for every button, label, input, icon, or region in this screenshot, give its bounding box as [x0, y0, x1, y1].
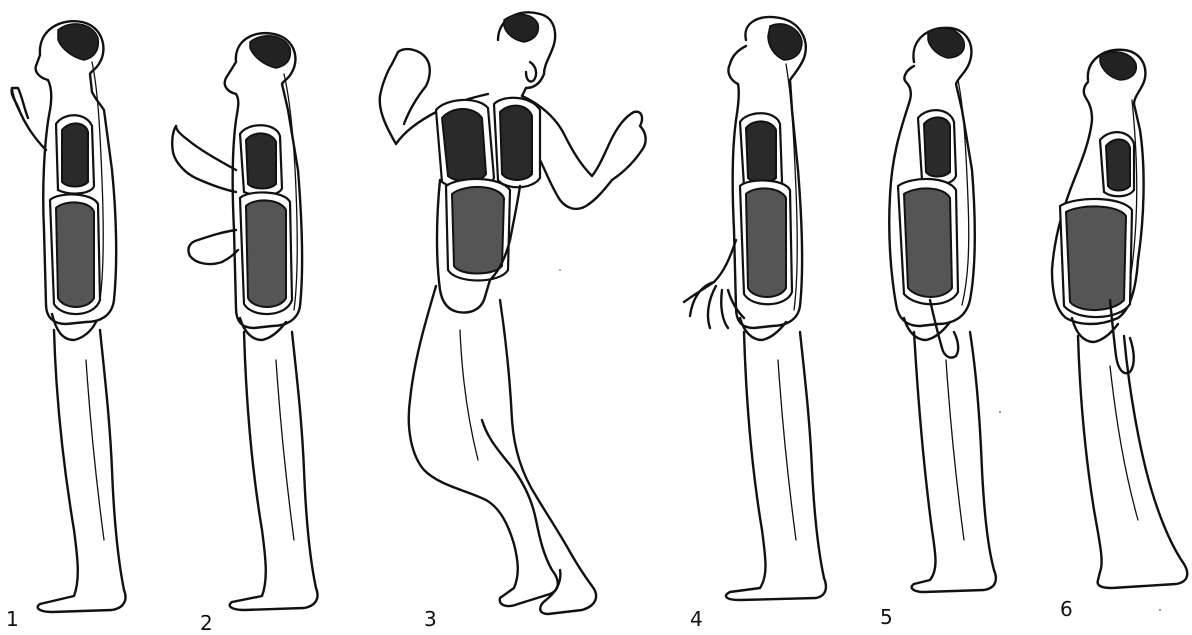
speck	[1159, 609, 1161, 611]
figure-5: 5	[880, 28, 996, 629]
figure-label-6: 6	[1060, 597, 1073, 621]
figure-6: 6	[1052, 50, 1187, 621]
figure-1: 1	[6, 21, 126, 631]
figure-label-1: 1	[6, 607, 19, 631]
figure-label-4: 4	[690, 607, 703, 631]
figure-label-5: 5	[880, 605, 893, 629]
speck	[559, 269, 561, 271]
figure-label-2: 2	[200, 611, 213, 635]
figure-label-3: 3	[424, 607, 437, 631]
figure-3: 3	[380, 12, 646, 631]
figure-4: 4	[684, 17, 826, 631]
figure-2: 2	[172, 33, 317, 635]
speck	[999, 411, 1001, 413]
